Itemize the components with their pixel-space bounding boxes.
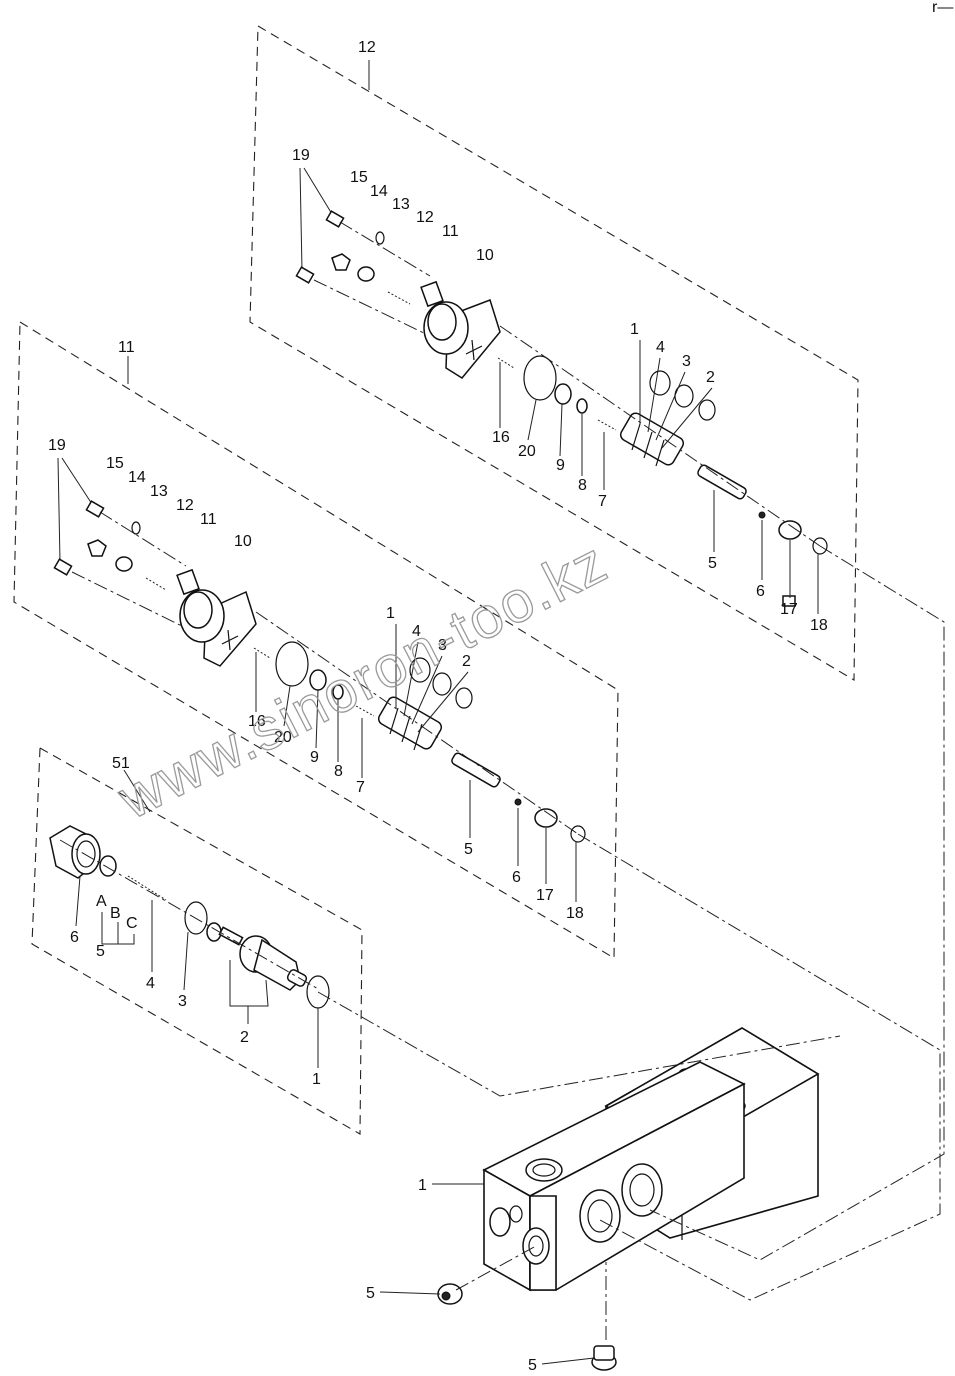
upper-label-10: 10 [476, 247, 494, 264]
middle-label-16: 16 [248, 713, 266, 730]
lower-assembly-group: 51 [31, 747, 363, 1135]
upper-label-4: 4 [656, 339, 665, 356]
middle-label-11: 11 [200, 511, 217, 528]
upper-labels: 19 15 14 13 12 11 10 1 4 3 2 16 20 9 8 7… [292, 147, 828, 634]
upper-label-16: 16 [492, 429, 510, 446]
upper-solenoid [420, 280, 501, 379]
body-label-5-left: 5 [366, 1285, 375, 1302]
lower-assembly-number: 51 [112, 755, 130, 772]
middle-assembly-number: 11 [118, 339, 135, 356]
upper-assembly-number: 12 [358, 39, 376, 56]
upper-assembly-group: 12 [249, 25, 859, 681]
lower-label-1: 1 [312, 1071, 321, 1088]
middle-label-19: 19 [48, 437, 66, 454]
upper-label-3: 3 [682, 353, 691, 370]
middle-label-18: 18 [566, 905, 584, 922]
upper-assembly-boundary [249, 25, 859, 681]
lower-label-b: B [110, 905, 121, 922]
lower-plug [49, 825, 101, 879]
corner-mark: r— [932, 0, 953, 16]
lower-label-3: 3 [178, 993, 187, 1010]
upper-label-18: 18 [810, 617, 828, 634]
body-label-1: 1 [418, 1177, 427, 1194]
upper-cartridge [619, 370, 716, 467]
upper-label-15: 15 [350, 169, 368, 186]
assembly-paths [317, 545, 945, 1340]
upper-label-19: 19 [292, 147, 310, 164]
valve-block [437, 1027, 820, 1371]
middle-label-13: 13 [150, 483, 168, 500]
middle-label-5: 5 [464, 841, 473, 858]
middle-label-14: 14 [128, 469, 146, 486]
middle-label-4: 4 [412, 623, 421, 640]
lower-label-a: A [96, 893, 107, 910]
middle-label-2: 2 [462, 653, 471, 670]
upper-label-17: 17 [780, 601, 798, 618]
upper-label-9: 9 [556, 457, 565, 474]
middle-label-10: 10 [234, 533, 252, 550]
middle-label-1: 1 [386, 605, 395, 622]
middle-cartridge [377, 657, 473, 751]
lower-labels: 6 A B C 5 4 3 2 1 [70, 875, 321, 1088]
upper-label-5: 5 [708, 555, 717, 572]
middle-label-20: 20 [274, 729, 292, 746]
middle-labels: 19 15 14 13 12 11 10 1 4 3 2 16 20 9 8 7… [48, 437, 584, 922]
middle-assembly-group: 11 [13, 321, 619, 959]
middle-label-9: 9 [310, 749, 319, 766]
middle-solenoid [176, 568, 257, 667]
upper-label-14: 14 [370, 183, 388, 200]
middle-label-15: 15 [106, 455, 124, 472]
body-labels: 1 5 5 [366, 1177, 595, 1374]
lower-valve-body [239, 935, 308, 991]
upper-label-13: 13 [392, 196, 410, 213]
middle-assembly-boundary [13, 321, 619, 959]
lower-label-4: 4 [146, 975, 155, 992]
upper-label-8: 8 [578, 477, 587, 494]
upper-label-7: 7 [598, 493, 607, 510]
middle-label-17: 17 [536, 887, 554, 904]
upper-label-12: 12 [416, 209, 434, 226]
upper-label-11: 11 [442, 223, 459, 240]
upper-label-2: 2 [706, 369, 715, 386]
middle-label-3: 3 [438, 637, 447, 654]
middle-label-6: 6 [512, 869, 521, 886]
lower-label-5: 5 [96, 943, 105, 960]
upper-label-6: 6 [756, 583, 765, 600]
middle-label-8: 8 [334, 763, 343, 780]
middle-label-7: 7 [356, 779, 365, 796]
lower-label-c: C [126, 915, 138, 932]
body-label-5-bottom: 5 [528, 1357, 537, 1374]
upper-label-1: 1 [630, 321, 639, 338]
lower-assembly-boundary [31, 747, 363, 1135]
lower-label-2: 2 [240, 1029, 249, 1046]
middle-label-12: 12 [176, 497, 194, 514]
lower-label-6: 6 [70, 929, 79, 946]
upper-label-20: 20 [518, 443, 536, 460]
